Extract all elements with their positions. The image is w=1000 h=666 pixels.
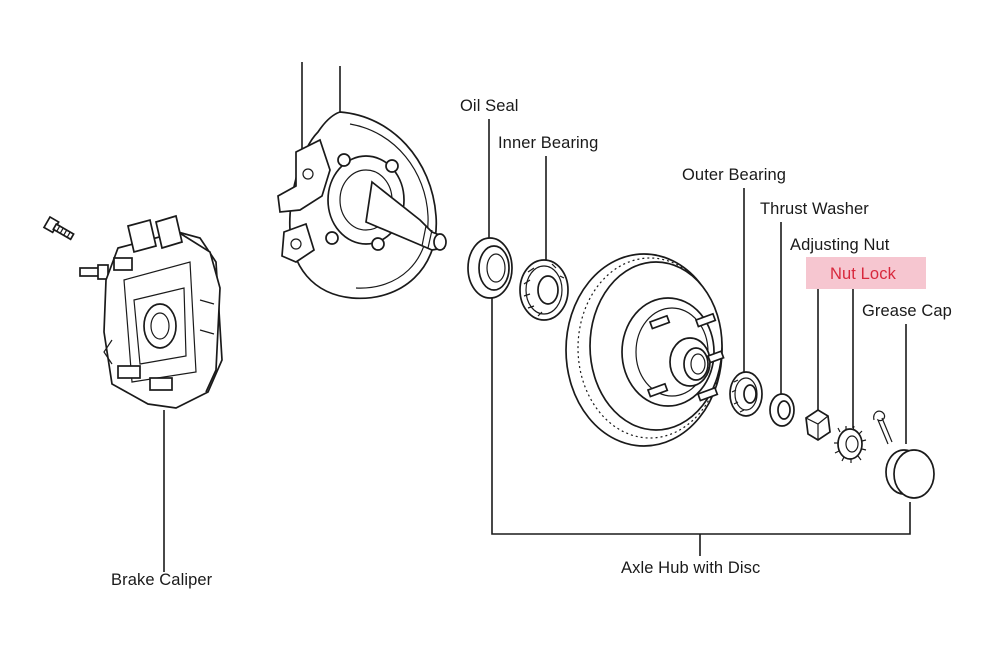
grease-cap-drawing — [885, 449, 935, 499]
label-axle-hub: Axle Hub with Disc — [621, 559, 761, 577]
thrust-washer-drawing — [769, 393, 795, 427]
label-brake-caliper: Brake Caliper — [111, 571, 213, 589]
oil-seal-drawing — [467, 237, 513, 299]
nut-lock-drawing — [834, 425, 867, 463]
axle-hub-disc-drawing — [565, 253, 725, 447]
label-oil-seal: Oil Seal — [460, 97, 519, 115]
label-inner-bearing: Inner Bearing — [498, 134, 599, 152]
inner-bearing-drawing — [519, 259, 569, 321]
knuckle-backing-plate-drawing — [277, 111, 447, 300]
brake-caliper-drawing — [42, 214, 223, 409]
adjusting-nut-drawing — [805, 408, 831, 442]
label-thrust-washer: Thrust Washer — [760, 200, 869, 218]
label-grease-cap: Grease Cap — [862, 302, 952, 320]
nut-lock-highlight — [806, 257, 926, 289]
outer-bearing-drawing — [729, 371, 763, 417]
label-adjusting-nut: Adjusting Nut — [790, 236, 890, 254]
label-outer-bearing: Outer Bearing — [682, 166, 787, 184]
label-nut-lock: Nut Lock — [830, 265, 896, 283]
cotter-pin-drawing — [873, 410, 893, 445]
